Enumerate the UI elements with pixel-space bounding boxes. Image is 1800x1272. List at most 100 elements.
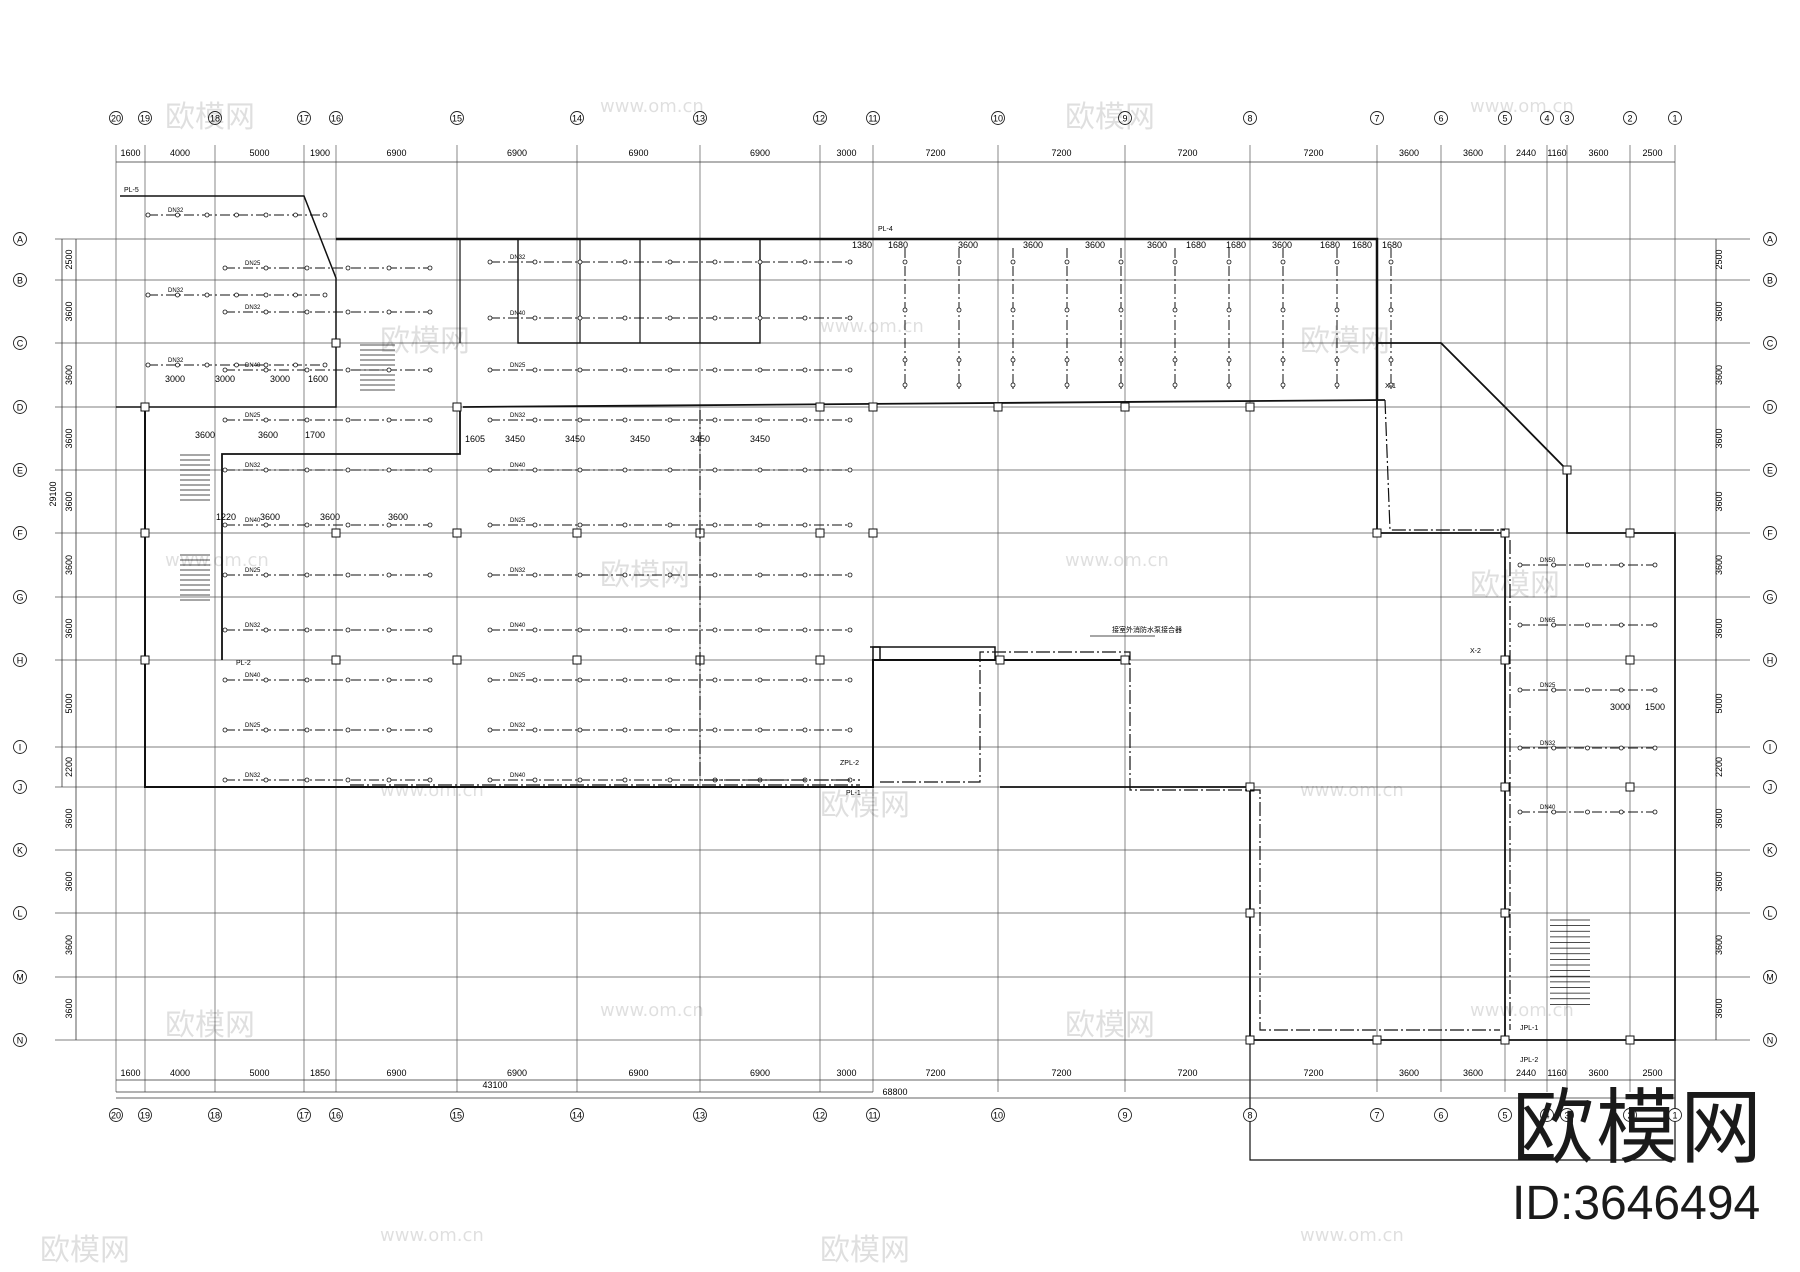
axis-bubble [1763,843,1777,857]
sprinkler-head [667,367,673,373]
sprinkler-head [304,309,310,315]
sprinkler-head [622,627,628,633]
structural-column [1120,402,1130,412]
inner-dim: 3450 [505,434,525,444]
dim-text-bottom: 3600 [1588,1068,1608,1078]
inner-dim: 3450 [565,434,585,444]
sprinkler-head [532,777,538,783]
axis-label-bottom: 3 [1564,1111,1569,1121]
axis-label-bottom: 9 [1122,1111,1127,1121]
sprinkler-head [1172,357,1178,363]
sprinkler-head [1172,259,1178,265]
dim-text-bottom: 7200 [1051,1068,1071,1078]
inner-dim: 3600 [1085,240,1105,250]
sprinkler-head [263,212,269,218]
dim-text-left: 5000 [64,693,74,713]
dim-text-bottom: 3600 [1399,1068,1419,1078]
sprinkler-head [263,367,269,373]
sprinkler-head [293,212,298,218]
sprinkler-head [1388,259,1394,265]
pipe-size-label: DN40 [245,363,261,369]
sprinkler-head [1652,622,1658,628]
structural-column [868,402,878,412]
watermark-text: www.om.cn [380,780,484,801]
watermark-text: 欧模网 [820,788,910,823]
axis-label-top: 13 [695,114,705,124]
axis-bubble [1763,463,1777,477]
structural-column [815,528,825,538]
sprinkler-head [757,315,763,321]
structural-column [1625,1035,1635,1045]
axis-label-right: C [1767,339,1774,349]
axis-label-top: 5 [1502,114,1507,124]
riser-label: JPL-2 [1520,1057,1538,1064]
structural-column [868,528,878,538]
watermark-text: www.om.cn [1470,96,1574,117]
sprinkler-head [145,292,151,298]
dim-text-bottom: 6900 [750,1068,770,1078]
watermark-text: www.om.cn [1300,780,1404,801]
sprinkler-head [487,315,493,321]
sprinkler-head [427,627,433,633]
pipe-size-label: DN32 [245,773,261,779]
sprinkler-head [263,777,269,783]
sprinkler-head [204,292,210,298]
sprinkler-head [222,309,228,315]
sprinkler-head [577,522,583,528]
sprinkler-head [175,212,180,218]
wall-east-outline [1377,342,1676,1041]
sprinkler-head [847,315,853,321]
structural-column [331,528,341,538]
sprinkler-head [1388,382,1394,388]
sprinkler-head [902,382,908,388]
structural-column [1625,655,1635,665]
axis-bubble [1763,780,1777,794]
axis-bubble [1243,1108,1257,1122]
sprinkler-head [1618,622,1624,628]
sprinkler-head [1064,357,1070,363]
sprinkler-head [1172,307,1178,313]
dim-text-top: 7200 [1177,148,1197,158]
riser-label: X-2 [1470,648,1481,655]
sprinkler-head [712,627,718,633]
axis-label-right: H [1767,656,1774,666]
sprinkler-head [802,522,808,528]
axis-label-left: J [18,783,23,793]
riser-label: PL-4 [878,226,893,233]
sprinkler-head [1334,307,1340,313]
pipe-size-label: DN40 [245,518,261,524]
axis-label-right: L [1767,909,1772,919]
watermark-text: 欧模网 [380,324,470,359]
axis-label-bottom: 4 [1544,1111,1549,1121]
sprinkler-head [1551,622,1557,628]
sprinkler-head [802,417,808,423]
axis-bubble [1763,1033,1777,1047]
structural-column [1500,1035,1510,1045]
inner-dim: 3600 [1023,240,1043,250]
axis-bubble [693,111,707,125]
sprinkler-head [345,572,351,578]
pipe-size-label: DN40 [245,673,261,679]
sprinkler-head [222,777,228,783]
sprinkler-head [427,265,433,271]
axis-bubble [13,1033,27,1047]
sprinkler-head [1226,357,1232,363]
inner-dim: 3000 [270,374,290,384]
sprinkler-head [386,727,392,733]
sprinkler-head [263,309,269,315]
structural-column [572,528,582,538]
pipe-size-label: DN25 [510,363,526,369]
axis-label-top: 1 [1672,114,1677,124]
riser-label: X-1 [1385,383,1396,390]
sprinkler-head [487,417,493,423]
axis-bubble [1434,1108,1448,1122]
dim-text-right: 2500 [1714,249,1724,269]
axis-label-bottom: 6 [1438,1111,1443,1121]
axis-label-left: I [19,743,22,753]
structural-column [1500,782,1510,792]
sprinkler-head [577,727,583,733]
sprinkler-head [712,467,718,473]
sprinkler-head [532,259,538,265]
sprinkler-head [667,467,673,473]
